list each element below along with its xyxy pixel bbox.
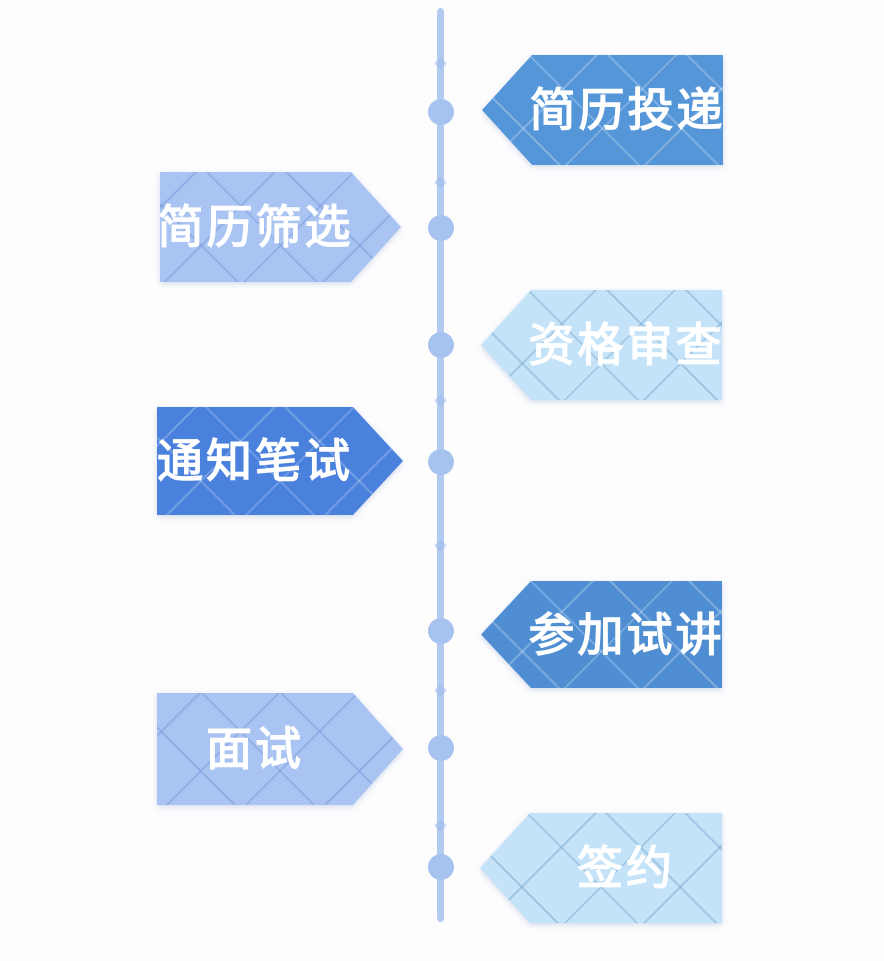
step-banner-written-test-notice: 通知笔试 <box>157 407 403 515</box>
step-banner-interview: 面试 <box>157 693 403 805</box>
step-label: 参加试讲 <box>528 608 725 661</box>
timeline-node-1 <box>428 99 454 125</box>
timeline-node-4 <box>428 449 454 475</box>
step-label: 通知笔试 <box>157 435 353 487</box>
timeline-node-2 <box>428 215 454 241</box>
step-label: 简历筛选 <box>157 201 354 253</box>
step-banner-qualification-review: 资格审查 <box>481 290 722 400</box>
timeline-node-5 <box>428 618 454 644</box>
banner-shape: 签约 <box>480 813 722 923</box>
banner-shape: 参加试讲 <box>481 581 722 688</box>
banner-shape: 资格审查 <box>481 290 722 400</box>
banner-shape: 通知笔试 <box>157 407 403 515</box>
step-banner-contract-signing: 签约 <box>480 813 722 923</box>
step-label: 资格审查 <box>528 319 725 371</box>
step-banner-resume-screening: 简历筛选 <box>160 172 401 282</box>
timeline-node-7 <box>428 854 454 880</box>
banner-shape: 简历投递 <box>482 55 723 165</box>
step-label: 签约 <box>577 842 675 894</box>
banner-shape: 面试 <box>157 693 403 805</box>
timeline-node-6 <box>428 735 454 761</box>
timeline-node-3 <box>428 332 454 358</box>
step-label: 简历投递 <box>529 84 726 136</box>
step-label: 面试 <box>206 723 304 775</box>
step-banner-trial-lecture: 参加试讲 <box>481 581 722 688</box>
step-banner-resume-submission: 简历投递 <box>482 55 723 165</box>
banner-shape: 简历筛选 <box>160 172 401 282</box>
